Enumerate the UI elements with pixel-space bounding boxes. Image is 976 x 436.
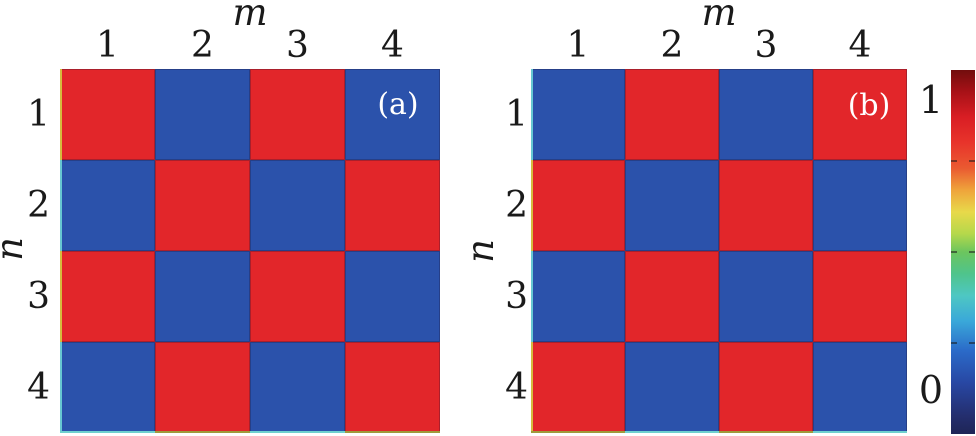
heatmap-cell — [531, 342, 625, 433]
colorbar-max-label: 1 — [918, 78, 943, 122]
heatmap-cell — [625, 251, 719, 342]
heatmap-cell — [60, 251, 155, 342]
heatmap-cell — [345, 69, 440, 160]
panel-label-b: (b) — [847, 88, 891, 123]
heatmap-cell — [625, 342, 719, 433]
colorbar-tick — [951, 342, 957, 344]
heatmap-cell — [719, 251, 813, 342]
x-tick-label: 2 — [191, 25, 214, 66]
x-tick-label: 1 — [96, 25, 119, 66]
heatmap-cell — [719, 160, 813, 251]
heatmap-cell — [250, 342, 345, 433]
heatmap-cell — [345, 160, 440, 251]
heatmap-cell — [155, 342, 250, 433]
heatmap-cell — [813, 342, 907, 433]
heatmap-cell — [250, 69, 345, 160]
colorbar-tick — [969, 251, 975, 253]
y-tick-label: 3 — [27, 276, 50, 317]
colorbar-tick — [951, 160, 957, 162]
heatmap-cell — [155, 160, 250, 251]
heatmap-cell — [155, 251, 250, 342]
y-tick-labels-b: 1 2 3 4 — [484, 69, 528, 433]
x-tick-label: 4 — [848, 25, 872, 66]
heatmap-cell — [719, 342, 813, 433]
y-tick-label: 4 — [505, 367, 528, 408]
x-tick-label: 3 — [754, 25, 778, 66]
x-tick-labels-a: 1 2 3 4 — [60, 25, 440, 67]
heatmap-cell — [345, 342, 440, 433]
y-tick-label: 2 — [27, 185, 50, 226]
panel-label-a: (a) — [377, 87, 419, 122]
x-axis-label-a: m — [232, 0, 268, 34]
colorbar-min-label: 0 — [918, 368, 943, 412]
x-tick-label: 4 — [381, 25, 404, 66]
y-tick-label: 1 — [505, 94, 528, 135]
x-tick-labels-b: 1 2 3 4 — [531, 25, 907, 67]
y-tick-label: 3 — [505, 276, 528, 317]
heatmap-cell — [625, 69, 719, 160]
x-tick-label: 1 — [566, 25, 590, 66]
colorbar-tick — [951, 251, 957, 253]
heatmap-cell — [813, 69, 907, 160]
heatmap-cell — [250, 160, 345, 251]
heatmap-cell — [345, 251, 440, 342]
heatmap-cell — [813, 160, 907, 251]
y-tick-labels-a: 1 2 3 4 — [6, 69, 50, 433]
heatmap-cell — [719, 69, 813, 160]
heatmap-cell — [531, 251, 625, 342]
heatmap-cell — [60, 69, 155, 160]
colorbar-tick — [969, 160, 975, 162]
heatmap-cell — [625, 160, 719, 251]
heatmap-cell — [531, 160, 625, 251]
heatmap-cell — [60, 342, 155, 433]
heatmap-b — [531, 69, 907, 433]
y-tick-label: 1 — [27, 94, 50, 135]
x-tick-label: 3 — [286, 25, 309, 66]
heatmap-cell — [250, 251, 345, 342]
heatmap-a — [60, 69, 440, 433]
heatmap-cell — [60, 160, 155, 251]
y-tick-label: 4 — [27, 367, 50, 408]
x-tick-label: 2 — [660, 25, 684, 66]
colorbar-tick — [969, 342, 975, 344]
heatmap-cell — [531, 69, 625, 160]
x-axis-label-b: m — [701, 0, 737, 34]
heatmap-cell — [813, 251, 907, 342]
colorbar — [951, 70, 975, 434]
y-tick-label: 2 — [505, 185, 528, 226]
heatmap-cell — [155, 69, 250, 160]
